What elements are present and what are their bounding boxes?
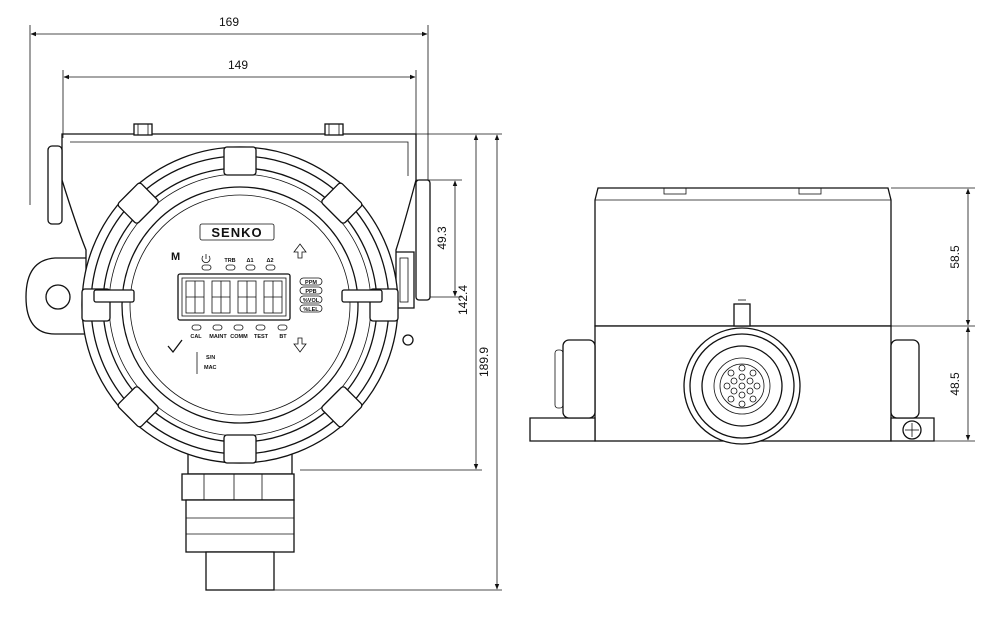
front-dimensions: 169 149 49.3 142.4 189.9 xyxy=(30,15,502,591)
checkmark-icon[interactable] xyxy=(167,339,183,354)
unit-ppm: PPM xyxy=(305,280,317,286)
power-icon xyxy=(201,254,211,264)
unit-vol: %VOL xyxy=(303,298,320,304)
indicator-label-cal: CAL xyxy=(190,334,202,340)
dim-overall-width: 169 xyxy=(219,15,239,29)
indicator-label-bt: BT xyxy=(279,334,287,340)
dim-side-bottom-height: 48.5 xyxy=(948,372,962,396)
side-dimensions: 58.5 48.5 xyxy=(891,187,975,442)
dim-side-top-height: 58.5 xyxy=(948,245,962,269)
serial-label: S/N xyxy=(206,355,215,361)
lcd-display xyxy=(93,273,383,321)
bottom-indicators: CAL MAINT COMM TEST BT xyxy=(190,324,288,340)
top-indicators: TRB Δ1 Δ2 xyxy=(201,254,276,271)
unit-labels: PPM PPB %VOL %LEL xyxy=(299,277,323,313)
front-view: SENKO M TRB Δ1 Δ2 xyxy=(25,25,431,591)
menu-key[interactable]: M xyxy=(171,251,180,263)
unit-ppb: PPB xyxy=(305,289,316,295)
indicator-label-trb: TRB xyxy=(224,258,235,264)
brand-logo: SENKO xyxy=(199,223,275,241)
sensor-holes xyxy=(723,364,761,408)
indicator-label-alarm2: Δ2 xyxy=(266,258,273,264)
indicator-label-alarm1: Δ1 xyxy=(246,258,253,264)
brand-name: SENKO xyxy=(211,225,262,240)
indicator-label-maint: MAINT xyxy=(209,334,227,340)
unit-lel: %LEL xyxy=(303,307,319,313)
mac-label: MAC xyxy=(204,365,217,371)
arrow-up-icon[interactable] xyxy=(293,243,307,259)
ground-screw-icon xyxy=(902,420,922,440)
side-view xyxy=(529,187,935,445)
indicator-label-test: TEST xyxy=(254,334,269,340)
arrow-down-icon[interactable] xyxy=(293,337,307,353)
indicator-label-comm: COMM xyxy=(230,334,248,340)
dim-ear-height: 49.3 xyxy=(435,226,449,250)
dim-overall-height: 189.9 xyxy=(477,347,491,377)
dim-body-height: 142.4 xyxy=(456,285,470,315)
dim-inner-width: 149 xyxy=(228,58,248,72)
